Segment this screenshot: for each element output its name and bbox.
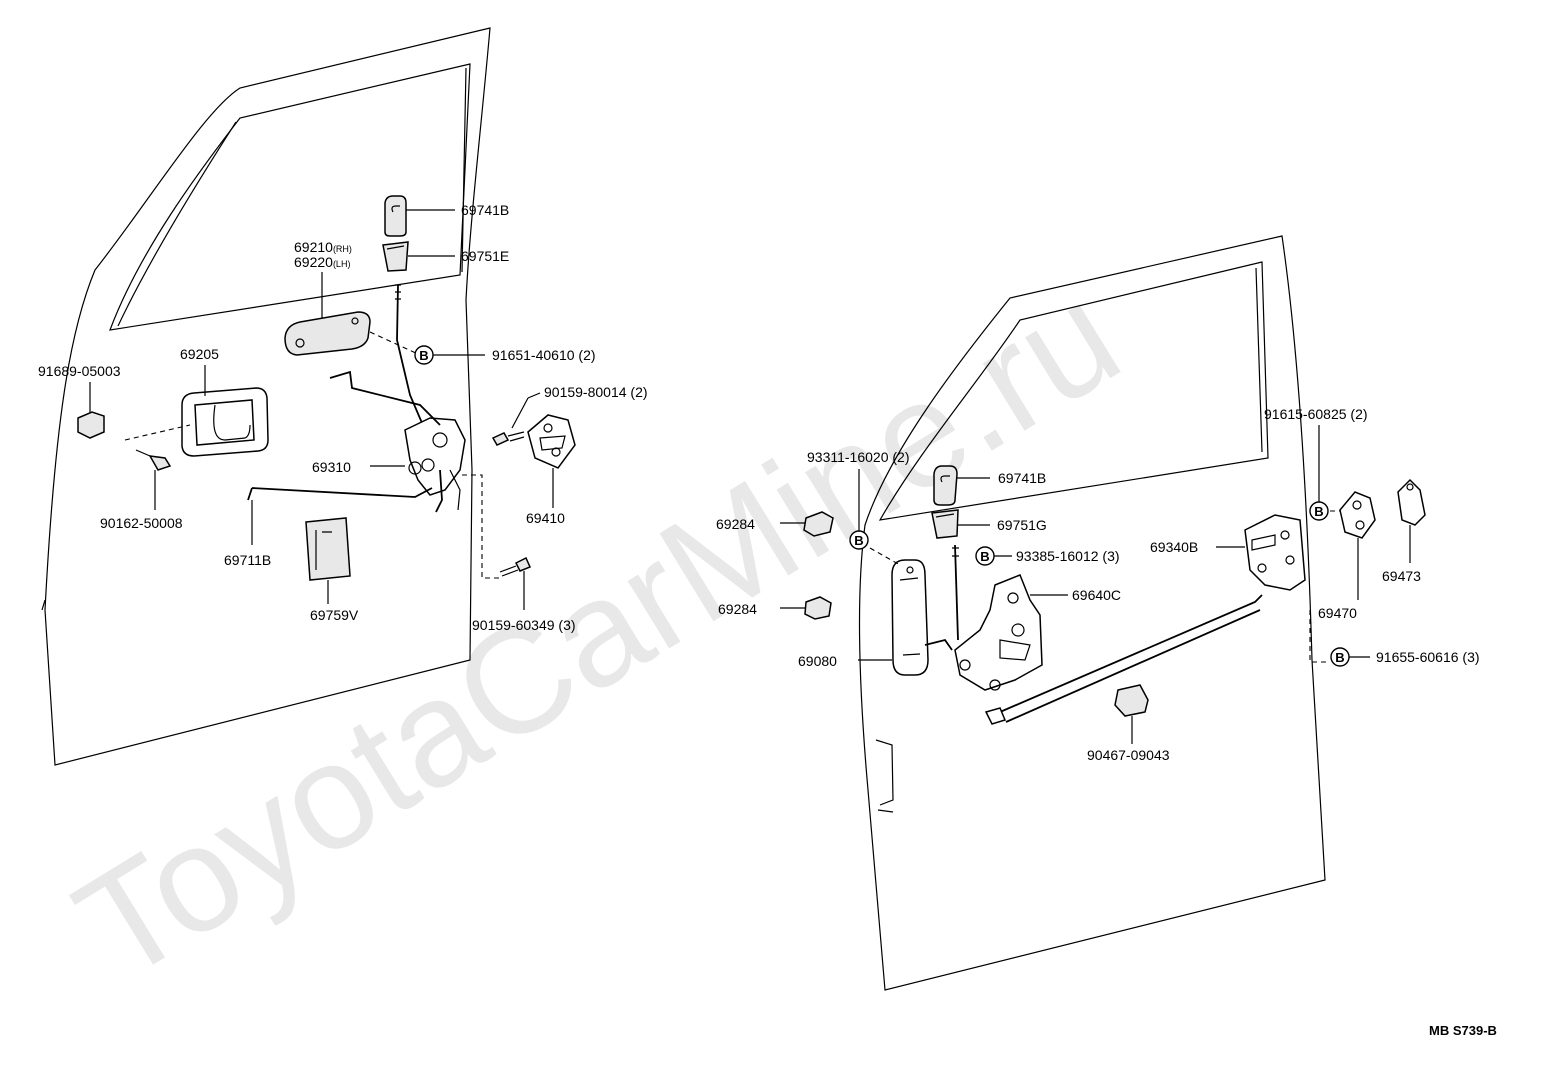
bolt-marker-text: B — [854, 533, 863, 548]
part-69751G — [931, 509, 990, 539]
bolt-marker-b-93385: B — [975, 546, 1012, 566]
part-69284-upper — [780, 511, 834, 537]
bolt-marker-b-93311: B — [849, 469, 869, 550]
label-90159-60349: 90159-60349 (3) — [472, 617, 576, 633]
right-door-outline — [858, 235, 1326, 991]
part-69284-lower — [780, 596, 832, 620]
label-69080: 69080 — [798, 653, 837, 669]
part-90467-clip — [1114, 684, 1149, 744]
label-69220-suffix: (LH) — [333, 259, 351, 269]
part-69410-striker — [527, 414, 576, 508]
diagram-code: MB S739-B — [1429, 1023, 1497, 1038]
label-91655: 91655-60616 (3) — [1376, 649, 1480, 665]
label-69410: 69410 — [526, 510, 565, 526]
part-69473-shim — [1397, 478, 1426, 563]
label-69640C: 69640C — [1072, 587, 1121, 603]
label-69284-lower: 69284 — [718, 601, 757, 617]
bolt-marker-text: B — [419, 348, 428, 363]
label-69741B-left: 69741B — [461, 202, 509, 218]
part-69711B-rod — [247, 487, 433, 545]
label-90467: 90467-09043 — [1087, 747, 1170, 763]
part-69751E — [382, 241, 455, 272]
bolt-marker-text: B — [980, 549, 989, 564]
label-93385: 93385-16012 (3) — [1016, 548, 1120, 564]
part-69759V-block — [305, 517, 351, 604]
link-rod-right — [984, 594, 1263, 725]
part-69205-inside-handle — [124, 365, 269, 457]
bolt-marker-b-left: B — [414, 345, 485, 365]
label-69741B-right: 69741B — [998, 470, 1046, 486]
part-91689-clip — [77, 382, 105, 439]
bolt-marker-text: B — [1335, 650, 1344, 665]
label-90159-80014: 90159-80014 (2) — [544, 384, 648, 400]
label-93311: 93311-16020 (2) — [807, 449, 909, 465]
part-69470-striker — [1339, 491, 1376, 600]
label-69205: 69205 — [180, 346, 219, 362]
label-69759V: 69759V — [310, 607, 359, 623]
dashed-guides-right — [869, 510, 1340, 663]
part-69741B-left — [384, 195, 455, 237]
label-69284-upper: 69284 — [716, 516, 755, 532]
part-90159-80014-screw — [491, 392, 541, 446]
left-door-outline — [41, 27, 491, 766]
part-69210-outside-handle — [284, 272, 421, 356]
bolt-marker-b-91615: B — [1309, 425, 1329, 521]
label-69210-suffix: (RH) — [333, 244, 352, 254]
label-69210-number: 69210 — [294, 239, 333, 255]
label-69220: 69220(LH) — [294, 254, 350, 270]
part-90159-60349-screw — [462, 474, 532, 610]
label-69210: 69210(RH) — [294, 239, 352, 255]
part-69741B-right — [933, 465, 990, 506]
label-69473: 69473 — [1382, 568, 1421, 584]
label-91651: 91651-40610 (2) — [492, 347, 596, 363]
label-69310: 69310 — [312, 459, 351, 475]
bolt-marker-b-91655: B — [1330, 647, 1370, 667]
label-69220-number: 69220 — [294, 254, 333, 270]
label-69711B: 69711B — [224, 552, 271, 568]
label-69470: 69470 — [1318, 605, 1357, 621]
label-91615: 91615-60825 (2) — [1264, 406, 1368, 422]
part-90162-screw — [135, 449, 172, 510]
part-69640C-lock — [954, 574, 1068, 691]
label-69340B: 69340B — [1150, 539, 1198, 555]
label-69751G: 69751G — [997, 517, 1047, 533]
bolt-marker-text: B — [1314, 504, 1323, 519]
label-69751E: 69751E — [461, 248, 509, 264]
part-69340B-lock-assembly — [1216, 514, 1306, 591]
part-69310-lock-assembly — [329, 370, 466, 513]
label-91689: 91689-05003 — [38, 363, 121, 379]
label-90162: 90162-50008 — [100, 515, 183, 531]
rod-upper-right — [952, 544, 959, 641]
part-69080-handle — [858, 559, 953, 676]
